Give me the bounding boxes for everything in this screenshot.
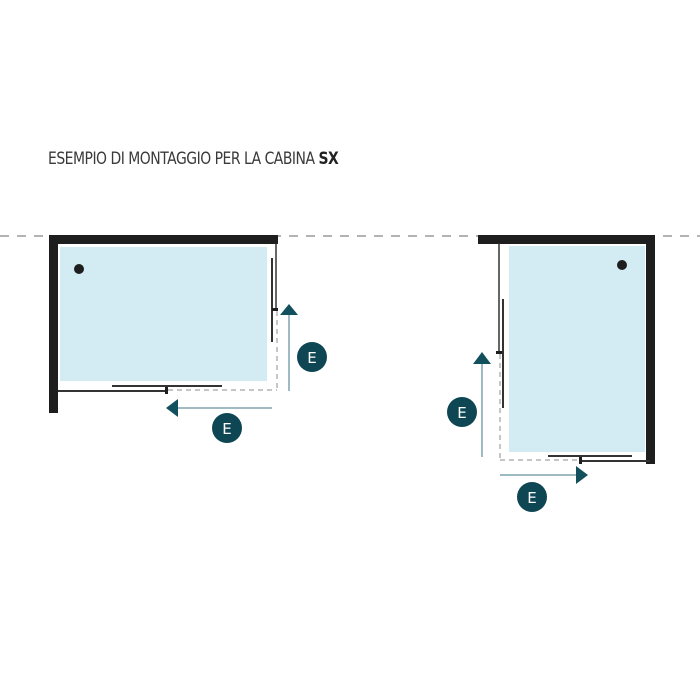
entry-badge: E [517, 482, 547, 512]
arrow-up-icon [473, 352, 491, 364]
badge-label: E [457, 404, 466, 422]
title-text: ESEMPIO DI MONTAGGIO PER LA CABINA [48, 149, 315, 169]
hinge [165, 387, 168, 394]
arrow-up-icon [280, 304, 298, 315]
hinge [579, 457, 582, 464]
entry-badge: E [212, 413, 242, 443]
arrow-right-icon [576, 466, 588, 484]
drain-icon [74, 264, 84, 274]
page-title: ESEMPIO DI MONTAGGIO PER LA CABINA SX [48, 149, 339, 169]
hinge [272, 308, 278, 311]
badge-label: E [527, 489, 536, 507]
top-wall [478, 235, 655, 244]
badge-label: E [307, 349, 316, 367]
shower-tray [60, 247, 267, 381]
arrow-left-icon [166, 399, 178, 417]
shower-tray [509, 246, 645, 452]
drain-icon [617, 260, 627, 270]
top-wall [49, 235, 278, 244]
right-cabin: E E [447, 235, 655, 512]
badge-label: E [222, 420, 231, 438]
entry-badge: E [297, 342, 327, 372]
side-wall [49, 235, 58, 413]
entry-badge: E [447, 397, 477, 427]
title-emphasis: SX [318, 149, 339, 169]
hinge [496, 351, 502, 354]
left-cabin: E E [49, 235, 327, 443]
side-wall [646, 235, 655, 464]
